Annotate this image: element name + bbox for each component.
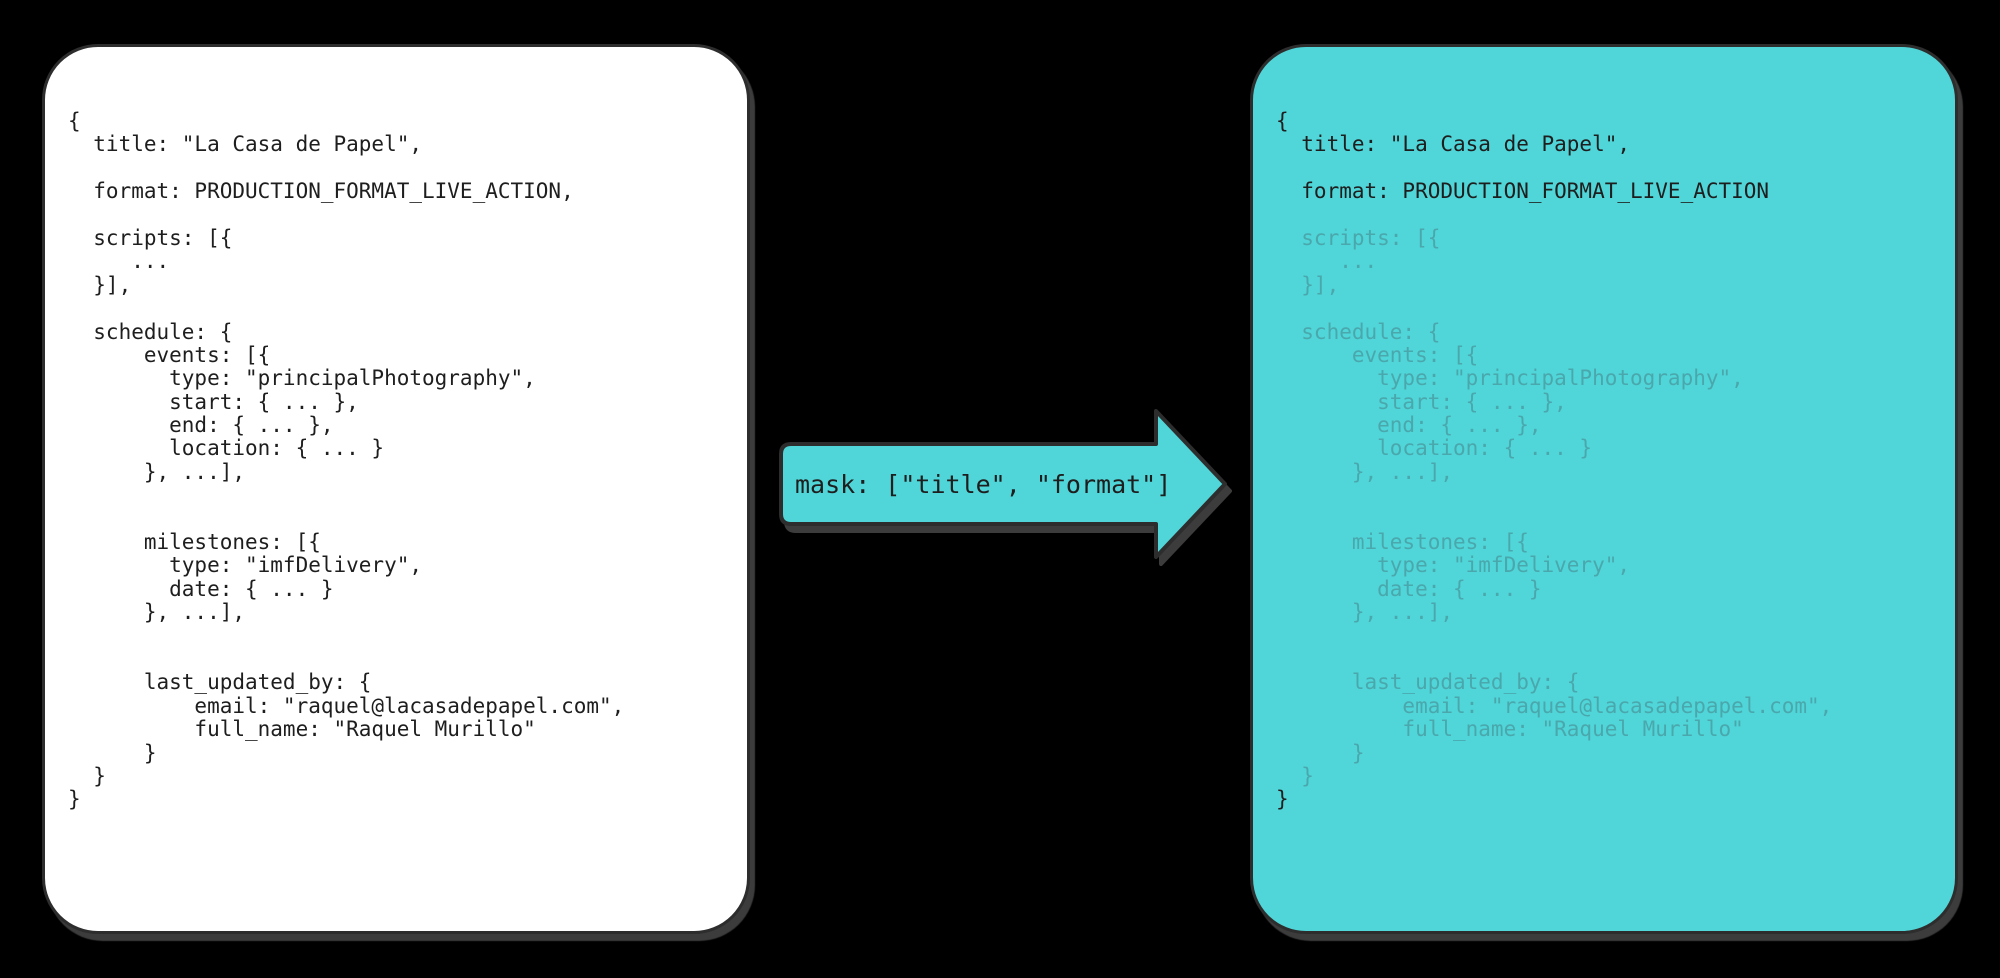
code-line: { <box>1276 109 1289 133</box>
code-line <box>1276 625 1947 648</box>
code-line: format: PRODUCTION_FORMAT_LIVE_ACTION <box>1276 179 1770 204</box>
code-line: title: "La Casa de Papel", <box>1276 132 1631 157</box>
code-line: } <box>68 787 81 812</box>
code-line: ... <box>68 249 170 274</box>
code-line: full_name: "Raquel Murillo" <box>68 717 536 742</box>
code-line: scripts: [{ <box>1276 225 1441 250</box>
code-line: location: { ... } <box>1276 436 1593 461</box>
code-line <box>1276 297 1947 320</box>
code-line: }], <box>1276 272 1340 297</box>
code-line <box>68 204 739 227</box>
code-line <box>68 648 739 671</box>
code-line <box>1276 484 1947 507</box>
code-line: events: [{ <box>1276 342 1479 367</box>
code-line: }, ...], <box>68 459 246 484</box>
code-line: milestones: [{ <box>68 530 321 555</box>
code-line <box>68 157 739 180</box>
code-line: }], <box>68 272 132 297</box>
arrow-right-icon <box>779 409 1227 559</box>
code-line: last_updated_by: { <box>68 670 372 695</box>
code-line: scripts: [{ <box>68 225 233 250</box>
code-line: start: { ... }, <box>68 389 359 414</box>
code-line <box>68 508 739 531</box>
masked-code-block: { title: "La Casa de Papel", format: PRO… <box>1276 109 1947 812</box>
code-line: end: { ... }, <box>1276 413 1542 438</box>
code-line: format: PRODUCTION_FORMAT_LIVE_ACTION, <box>68 179 574 204</box>
code-line: schedule: { <box>68 319 233 344</box>
code-line: } <box>68 740 157 765</box>
code-line <box>1276 204 1947 227</box>
code-line: events: [{ <box>68 342 271 367</box>
code-line: email: "raquel@lacasadepapel.com", <box>68 693 625 718</box>
code-line <box>68 625 739 648</box>
code-line: full_name: "Raquel Murillo" <box>1276 717 1744 742</box>
code-line: }, ...], <box>1276 459 1454 484</box>
code-line: { <box>68 109 81 133</box>
code-line: start: { ... }, <box>1276 389 1567 414</box>
code-line: type: "principalPhotography", <box>1276 366 1744 391</box>
mask-arrow-label: mask: ["title", "format"] <box>795 469 1172 499</box>
code-line <box>1276 648 1947 671</box>
code-line <box>68 297 739 320</box>
masked-document-panel: { title: "La Casa de Papel", format: PRO… <box>1250 44 1958 934</box>
code-line: } <box>68 763 106 788</box>
code-line: }, ...], <box>68 600 246 625</box>
mask-arrow: mask: ["title", "format"] <box>773 406 1233 566</box>
code-line: type: "imfDelivery", <box>68 553 423 578</box>
code-line <box>1276 508 1947 531</box>
code-line: schedule: { <box>1276 319 1441 344</box>
code-line: type: "imfDelivery", <box>1276 553 1631 578</box>
source-document-panel: { title: "La Casa de Papel", format: PRO… <box>42 44 750 934</box>
code-line: email: "raquel@lacasadepapel.com", <box>1276 693 1833 718</box>
source-code-block: { title: "La Casa de Papel", format: PRO… <box>68 109 739 812</box>
code-line <box>1276 157 1947 180</box>
code-line <box>68 484 739 507</box>
code-line: } <box>1276 740 1365 765</box>
code-line: } <box>1276 763 1314 788</box>
code-line: type: "principalPhotography", <box>68 366 536 391</box>
code-line: date: { ... } <box>68 576 334 601</box>
code-line: date: { ... } <box>1276 576 1542 601</box>
code-line: last_updated_by: { <box>1276 670 1580 695</box>
code-line: }, ...], <box>1276 600 1454 625</box>
code-line: ... <box>1276 249 1378 274</box>
code-line: end: { ... }, <box>68 413 334 438</box>
code-line: milestones: [{ <box>1276 530 1529 555</box>
code-line: location: { ... } <box>68 436 385 461</box>
code-line: } <box>1276 787 1289 812</box>
code-line: title: "La Casa de Papel", <box>68 132 423 157</box>
